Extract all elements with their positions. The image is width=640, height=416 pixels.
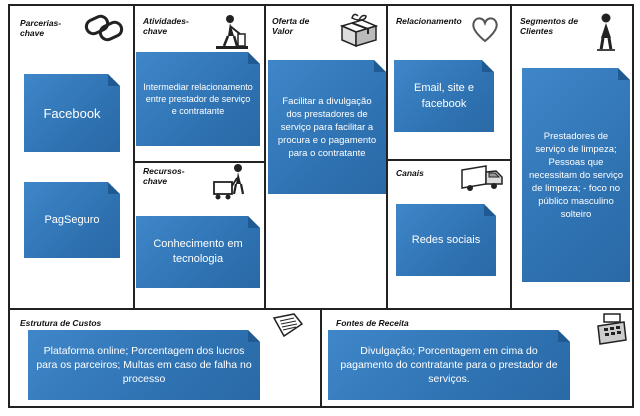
section-title-receita: Fontes de Receita (336, 318, 409, 328)
note-oferta-text: Facilitar a divulgação dos prestadores d… (277, 95, 377, 159)
note-oferta: Facilitar a divulgação dos prestadores d… (268, 60, 386, 194)
divider (8, 308, 634, 310)
section-title-atividades: Atividades- chave (143, 16, 189, 36)
note-segmentos: Prestadores de serviço de limpeza; Pesso… (522, 68, 630, 282)
person-working-icon (216, 15, 248, 49)
section-title-canais: Canais (396, 168, 424, 178)
note-facebook-text: Facebook (43, 105, 101, 121)
divider (386, 4, 388, 309)
note-receita-text: Divulgação; Porcentagem em cima do pagam… (340, 345, 558, 385)
note-custos: Plataforma online; Porcentagem dos lucro… (28, 330, 260, 400)
note-atividades-text: Intermediar relacionamento entre prestad… (143, 82, 253, 116)
section-title-segmentos: Segmentos de Clientes (520, 16, 579, 36)
note-facebook: Facebook (24, 74, 120, 152)
note-canais: Redes sociais (396, 204, 496, 276)
divider (133, 161, 266, 163)
section-title-relacionamento: Relacionamento (396, 16, 462, 26)
note-relacionamento: Email, site e facebook (394, 60, 494, 132)
divider (510, 4, 512, 309)
note-receita: Divulgação; Porcentagem em cima do pagam… (328, 330, 570, 400)
cash-register-icon (597, 313, 627, 345)
divider (386, 159, 512, 161)
section-title-custos: Estrutura de Custos (20, 318, 102, 328)
note-segmentos-text: Prestadores de serviço de limpeza; Pesso… (529, 130, 623, 220)
person-icon (597, 13, 615, 51)
note-canais-text: Redes sociais (411, 234, 481, 246)
gift-box-icon (339, 13, 379, 48)
section-title-recursos: Recursos- chave (143, 166, 185, 186)
note-atividades: Intermediar relacionamento entre prestad… (136, 52, 260, 146)
divider (133, 4, 135, 309)
section-title-parcerias: Parcerias- chave (20, 18, 62, 38)
truck-icon (461, 165, 503, 191)
note-pagseguro-text: PagSeguro (44, 214, 100, 226)
section-title-oferta: Oferta de Valor (272, 16, 310, 36)
divider (320, 308, 322, 408)
note-recursos-text: Conhecimento em tecnologia (153, 238, 243, 265)
note-pagseguro: PagSeguro (24, 182, 120, 258)
heart-icon (472, 17, 498, 43)
note-relacionamento-text: Email, site e facebook (414, 82, 474, 110)
price-tag-icon (272, 313, 304, 338)
divider (264, 4, 266, 309)
worker-with-cart-icon (213, 164, 245, 200)
note-custos-text: Plataforma online; Porcentagem dos lucro… (36, 345, 252, 385)
note-recursos: Conhecimento em tecnologia (136, 216, 260, 288)
chain-links-icon (84, 14, 124, 42)
